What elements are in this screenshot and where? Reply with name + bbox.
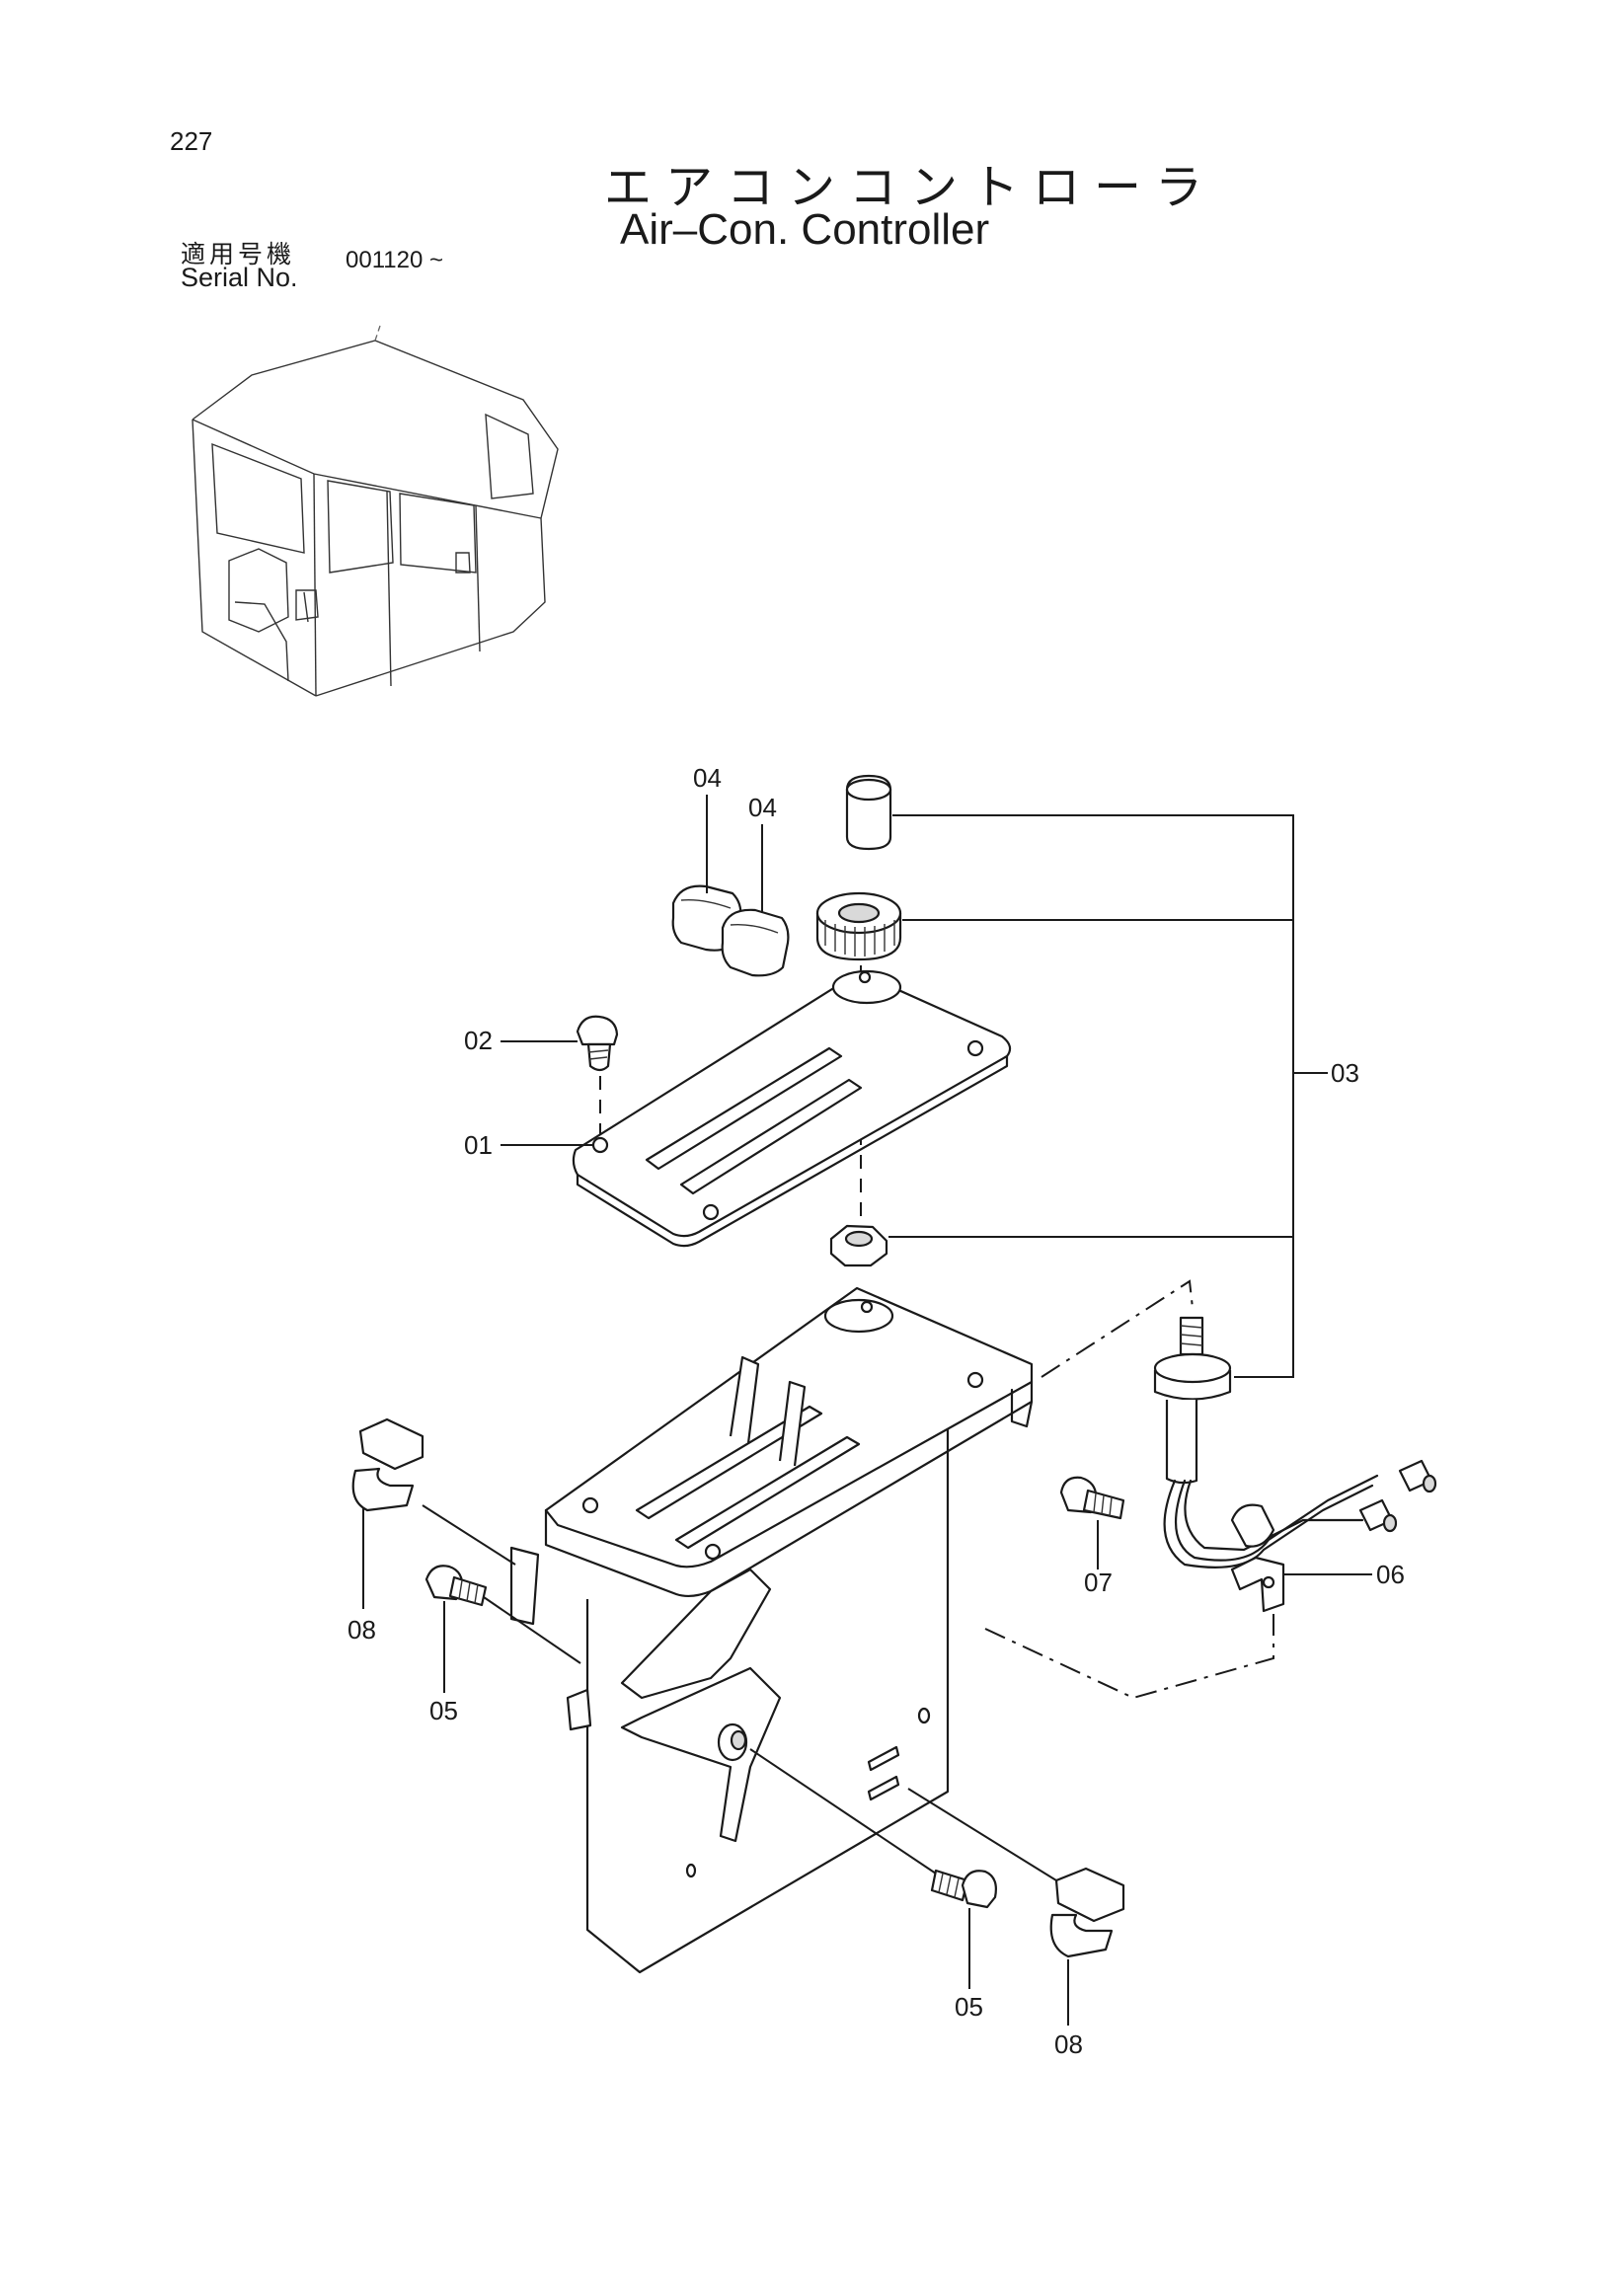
clip-08-left-axis	[422, 1504, 516, 1566]
knob-cap	[845, 774, 892, 851]
clip-08-right-axis	[907, 1788, 1057, 1881]
knob-cover-04-b	[721, 908, 790, 977]
top-plate-01	[572, 969, 1012, 1248]
serial-label-english: Serial No.	[181, 263, 298, 292]
callout-03: 03	[1331, 1058, 1359, 1088]
callout-07: 07	[1084, 1568, 1113, 1597]
callout-05-right: 05	[955, 1992, 983, 2022]
bolt-05-left-axis	[483, 1596, 581, 1664]
bolt-05-right-axis	[749, 1748, 937, 1875]
title-japanese: エアコンコントローラ	[604, 160, 1217, 215]
knurled-knob	[815, 891, 902, 961]
callout-04-a: 04	[693, 763, 722, 793]
callout-05-left: 05	[429, 1696, 458, 1725]
callout-06: 06	[1376, 1560, 1405, 1589]
serial-number-value: 001120 ~	[346, 247, 443, 273]
callout-02: 02	[464, 1026, 493, 1055]
hex-nut	[829, 1224, 888, 1267]
axis-switch	[1041, 1279, 1194, 1378]
clip-08-right	[1049, 1867, 1125, 1958]
bolt-05-right	[930, 1869, 997, 1909]
callout-01: 01	[464, 1130, 493, 1160]
screw-02	[576, 1015, 619, 1072]
thermo-switch	[1153, 1316, 1437, 1613]
cab-location-thumbnail	[192, 325, 559, 697]
callout-04-b: 04	[748, 793, 777, 822]
bolt-05-left	[424, 1565, 488, 1607]
title-english: Air–Con. Controller	[620, 205, 990, 254]
clip-08-left	[351, 1417, 424, 1512]
callout-08-left: 08	[347, 1615, 376, 1645]
page-number: 227	[170, 126, 213, 156]
callout-08-right: 08	[1054, 2029, 1083, 2059]
axis-bracket-02	[984, 1579, 1274, 1700]
serial-label-japanese: 適用号機	[181, 240, 296, 268]
group-bracket-03	[892, 814, 1294, 1378]
bolt-07	[1059, 1476, 1125, 1520]
controller-bracket	[509, 1286, 1034, 1974]
